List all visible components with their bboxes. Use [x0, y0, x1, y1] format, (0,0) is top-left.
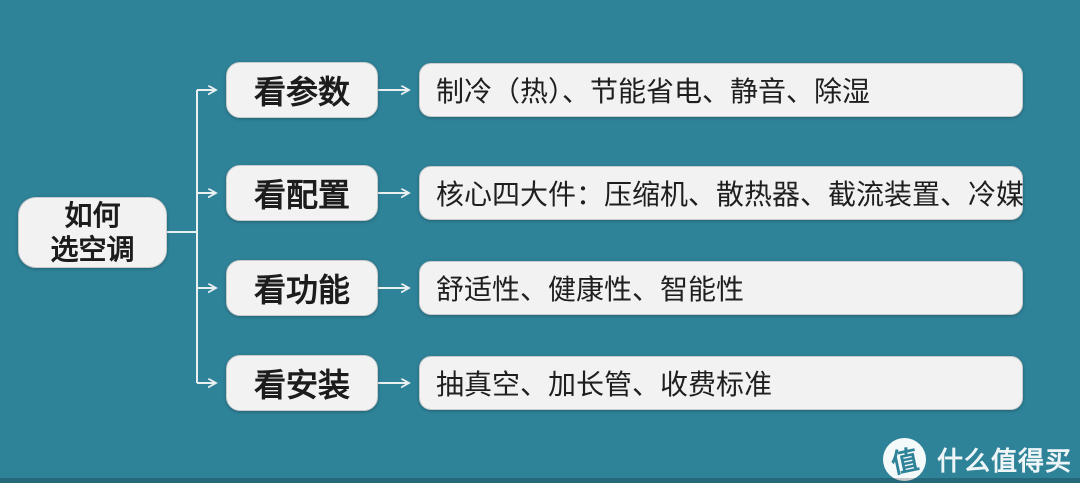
branch-node-parameters: 看参数: [226, 62, 378, 118]
detail-node-installation: 抽真空、加长管、收费标准: [419, 356, 1023, 410]
bottom-edge-bar: [0, 478, 1080, 483]
branch-node-configuration: 看配置: [226, 165, 378, 221]
branch-label: 看参数: [253, 74, 350, 110]
detail-text: 舒适性、健康性、智能性: [436, 275, 745, 306]
smzdm-logo-icon: 值: [882, 438, 926, 481]
detail-node-functions: 舒适性、健康性、智能性: [419, 261, 1023, 315]
branch-label: 看配置: [253, 177, 350, 213]
smzdm-site-name: 什么值得买: [936, 446, 1072, 476]
detail-text: 核心四大件：压缩机、散热器、截流装置、冷媒: [436, 180, 1025, 211]
root-node: 如何 选空调: [18, 197, 167, 268]
branch-node-functions: 看功能: [226, 260, 378, 316]
root-label-line1: 如何: [64, 199, 121, 231]
detail-node-parameters: 制冷（热）、节能省电、静音、除湿: [419, 63, 1023, 117]
branch-label: 看功能: [253, 272, 350, 308]
detail-node-configuration: 核心四大件：压缩机、散热器、截流装置、冷媒: [419, 166, 1025, 220]
detail-text: 制冷（热）、节能省电、静音、除湿: [436, 77, 871, 108]
branch-node-installation: 看安装: [226, 355, 378, 411]
smzdm-logo-char: 值: [888, 444, 922, 480]
smzdm-watermark: 值 什么值得买: [882, 438, 1072, 481]
branch-label: 看安装: [253, 367, 350, 403]
root-label-line2: 选空调: [50, 233, 135, 265]
detail-text: 抽真空、加长管、收费标准: [436, 370, 773, 401]
